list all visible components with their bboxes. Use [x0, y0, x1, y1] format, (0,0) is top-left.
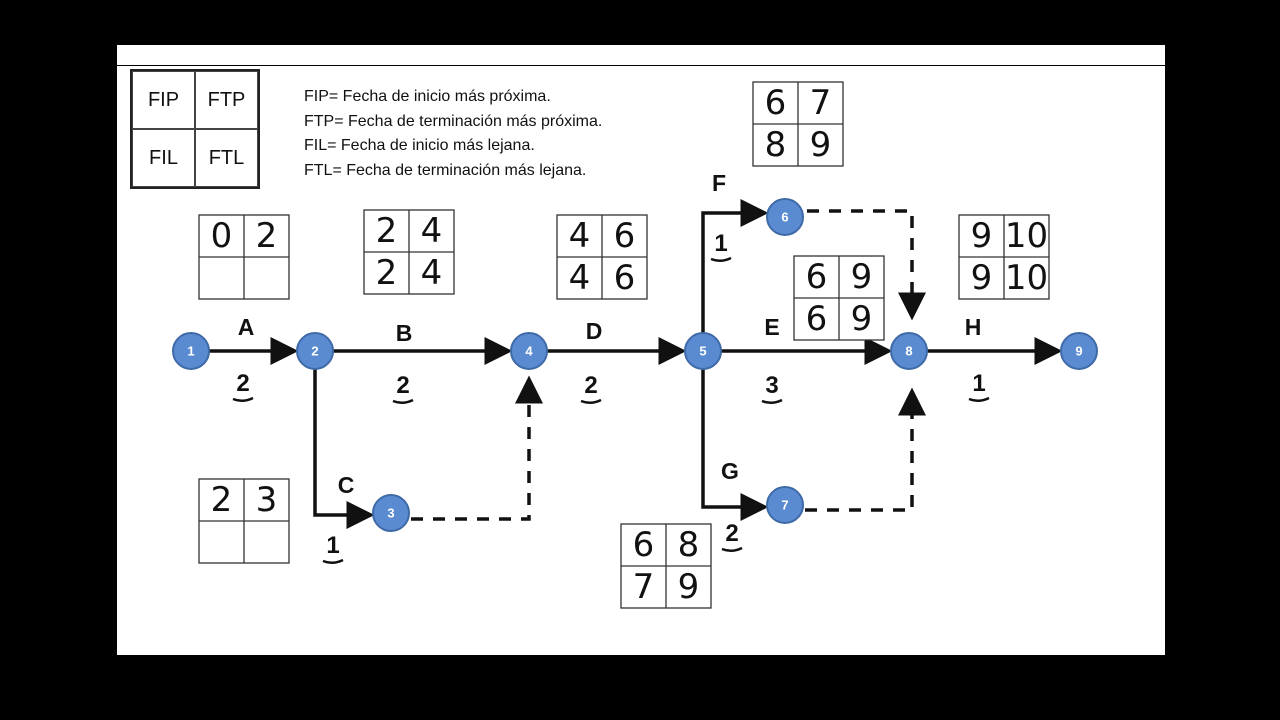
node-9: [1060, 332, 1098, 370]
node-4: [510, 332, 548, 370]
activity-arrow-f: [701, 199, 769, 333]
time-fil-g: 7: [633, 567, 655, 607]
node-label-5: 5: [699, 344, 706, 359]
activity-label-b: B: [396, 320, 413, 346]
time-ftl-g: 9: [678, 567, 700, 607]
node-1: [172, 332, 210, 370]
node-label-2: 2: [311, 344, 318, 359]
slide: FIP FTP FIL FTL FIP= Fecha de inicio más…: [117, 45, 1165, 655]
activity-duration-c: 1: [326, 532, 339, 559]
dummy-arrow-7-8: [805, 387, 926, 512]
time-ftp-f: 7: [810, 83, 832, 123]
node-label-7: 7: [781, 498, 788, 513]
activity-label-d: D: [586, 318, 603, 344]
legend-cell-ftp: FTP: [195, 71, 258, 129]
activity-duration-a: 2: [236, 370, 249, 397]
definition-fil: FIL= Fecha de inicio más lejana.: [304, 137, 535, 154]
activity-label-g: G: [721, 458, 739, 484]
dummy-arrow-3-4: [411, 375, 543, 521]
activity-duration-b: 2: [396, 372, 409, 399]
time-fip-c: 2: [211, 480, 233, 520]
activity-label-c: C: [338, 472, 355, 498]
node-8: [890, 332, 928, 370]
time-ftp-e: 9: [851, 257, 873, 297]
duration-underline-a: [232, 396, 254, 402]
node-label-6: 6: [781, 210, 788, 225]
time-ftp-g: 8: [678, 525, 700, 565]
time-fil-f: 8: [765, 125, 787, 165]
activity-duration-e: 3: [765, 372, 778, 399]
legend-definitions: FIP= Fecha de inicio más próxima. FTP= F…: [304, 85, 602, 183]
node-label-3: 3: [387, 506, 394, 521]
node-label-8: 8: [905, 344, 912, 359]
time-fip-g: 6: [633, 525, 655, 565]
time-fil-d: 4: [569, 258, 591, 298]
time-fip-a: 0: [211, 216, 233, 256]
node-3: [372, 494, 410, 532]
duration-underline-e: [761, 398, 783, 404]
legend-box: FIP FTP FIL FTL: [130, 69, 260, 189]
time-fil-e: 6: [806, 299, 828, 339]
definition-ftp: FTP= Fecha de terminación más próxima.: [304, 112, 603, 130]
activity-label-e: E: [764, 314, 779, 340]
activity-duration-g: 2: [725, 520, 738, 547]
time-ftl-h: 10: [1005, 258, 1048, 298]
duration-underline-f: [710, 256, 732, 262]
activity-duration-h: 1: [972, 370, 985, 397]
duration-underline-b: [392, 398, 414, 404]
time-ftp-b: 4: [421, 211, 443, 251]
activity-duration-d: 2: [584, 372, 597, 399]
duration-underline-g: [721, 546, 743, 552]
definition-fip: FIP= Fecha de inicio más próxima.: [304, 88, 551, 105]
time-ftl-f: 9: [810, 125, 832, 165]
activity-arrow-c: [313, 369, 375, 529]
time-ftp-a: 2: [256, 216, 278, 256]
legend-cell-ftl: FTL: [195, 129, 258, 187]
time-ftp-d: 6: [614, 216, 636, 256]
time-ftl-e: 9: [851, 299, 873, 339]
time-fip-e: 6: [806, 257, 828, 297]
time-fip-d: 4: [569, 216, 591, 256]
node-6: [766, 198, 804, 236]
time-fip-h: 9: [971, 216, 993, 256]
activity-label-h: H: [965, 314, 982, 340]
time-fip-f: 6: [765, 83, 787, 123]
time-ftp-h: 10: [1005, 216, 1048, 256]
activity-duration-f: 1: [714, 230, 727, 257]
legend-cell-fip: FIP: [132, 71, 195, 129]
time-ftl-d: 6: [614, 258, 636, 298]
node-label-4: 4: [525, 344, 533, 359]
activity-label-f: F: [712, 170, 726, 196]
legend-cell-fil: FIL: [132, 129, 195, 187]
time-box-h: 9 10 9 10: [958, 214, 1050, 300]
activity-arrow-g: [701, 369, 769, 521]
activity-label-a: A: [238, 314, 255, 340]
node-label-9: 9: [1075, 344, 1082, 359]
time-ftl-b: 4: [421, 253, 443, 293]
duration-underline-d: [580, 398, 602, 404]
time-fip-b: 2: [376, 211, 398, 251]
duration-underline-h: [968, 396, 990, 402]
node-2: [296, 332, 334, 370]
time-fil-b: 2: [376, 253, 398, 293]
node-5: [684, 332, 722, 370]
node-7: [766, 486, 804, 524]
time-ftp-c: 3: [256, 480, 278, 520]
duration-underline-c: [322, 558, 344, 564]
slide-top-strip: [117, 45, 1165, 66]
time-fil-h: 9: [971, 258, 993, 298]
definition-ftl: FTL= Fecha de terminación más lejana.: [304, 161, 587, 179]
node-label-1: 1: [187, 344, 194, 359]
